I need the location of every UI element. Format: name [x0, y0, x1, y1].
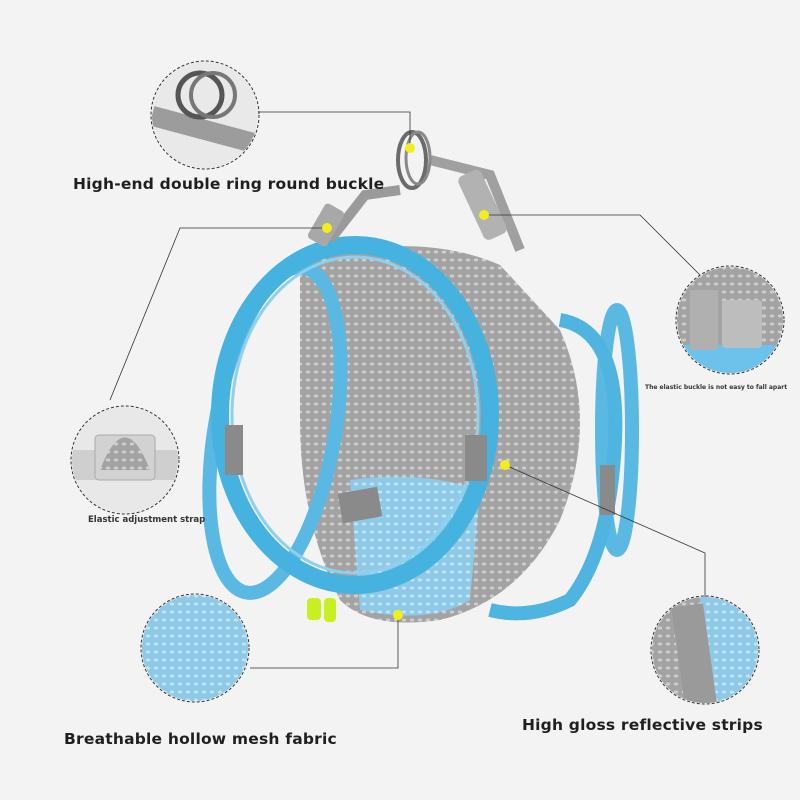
detail-mesh-fabric	[140, 593, 250, 703]
marker-dot	[479, 210, 489, 220]
harness	[202, 130, 639, 623]
double-ring	[396, 130, 428, 190]
detail-ring-buckle	[150, 60, 260, 170]
detail-adjustment-strap	[70, 405, 180, 515]
reflective-strip	[600, 465, 615, 515]
marker-dot	[322, 223, 332, 233]
callout-adjustment-strap: Elastic adjustment strap	[88, 515, 206, 525]
detail-elastic-buckle	[675, 265, 785, 375]
leash-loop	[307, 598, 321, 620]
buckle	[458, 169, 507, 240]
callout-ring-buckle: High-end double ring round buckle	[73, 175, 385, 193]
callout-mesh-fabric: Breathable hollow mesh fabric	[64, 730, 337, 748]
callout-elastic-buckle: The elastic buckle is not easy to fall a…	[645, 384, 788, 391]
leader-lines	[109, 111, 706, 669]
reflective-strip	[337, 486, 383, 524]
marker-dot	[500, 460, 510, 470]
reflective-strip	[465, 435, 487, 481]
marker-dots	[322, 143, 510, 620]
marker-dot	[393, 610, 403, 620]
detail-reflective-strip	[650, 595, 760, 705]
reflective-strip	[225, 425, 243, 475]
marker-dot	[405, 143, 415, 153]
callout-reflective-strips: High gloss reflective strips	[522, 716, 763, 734]
